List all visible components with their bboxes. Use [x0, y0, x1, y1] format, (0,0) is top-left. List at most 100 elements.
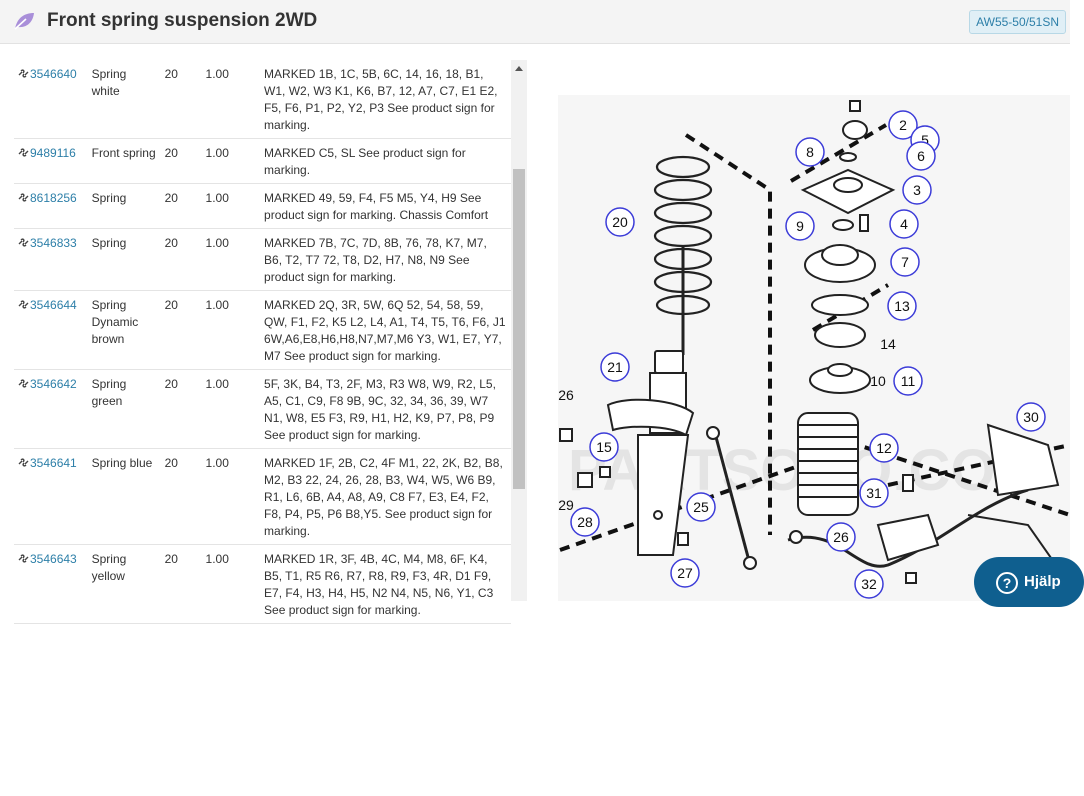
callout-label: 11: [901, 373, 916, 389]
callout-label: 3: [913, 182, 921, 198]
callout-8[interactable]: 8: [795, 137, 825, 167]
callout-label: 21: [607, 359, 623, 375]
callout-label: 10: [870, 373, 886, 389]
part-note: MARKED 1B, 1C, 5B, 6C, 14, 16, 18, B1, W…: [264, 67, 498, 132]
help-button[interactable]: ? Hjälp: [974, 557, 1084, 607]
part-quantity: 20: [164, 552, 178, 566]
part-name: Front spring: [91, 146, 156, 160]
link-icon: [18, 193, 29, 202]
callout-ring: [854, 569, 884, 599]
link-icon: [18, 300, 29, 309]
callout-31[interactable]: 31: [859, 478, 889, 508]
callout-ring: [893, 366, 923, 396]
part-number-link[interactable]: 3546641: [30, 456, 77, 470]
callout-3[interactable]: 3: [902, 175, 932, 205]
parts-table-container[interactable]: 3546640 Spring white 20 1.00 MARKED 1B, 1C, …: [14, 60, 514, 624]
part-number-cell[interactable]: 9489116: [14, 139, 88, 184]
part-number-link[interactable]: 3546833: [30, 236, 77, 250]
callout-10[interactable]: 10: [870, 373, 886, 389]
part-number-link[interactable]: 3546644: [30, 298, 77, 312]
part-name: Spring yellow: [91, 552, 127, 583]
part-quantity: 20: [164, 456, 178, 470]
callout-28[interactable]: 28: [570, 507, 600, 537]
page-header: Front spring suspension 2WD AW55-50/51SN: [0, 0, 1070, 44]
callout-ring: [889, 209, 919, 239]
parts-table: 3546640 Spring white 20 1.00 MARKED 1B, 1C, …: [14, 60, 511, 624]
callout-26[interactable]: 26: [826, 522, 856, 552]
callout-label: 31: [866, 485, 882, 501]
part-note: MARKED 7B, 7C, 7D, 8B, 76, 78, K7, M7, B…: [264, 236, 487, 284]
parts-diagram-drawing: PARTSOUQ.COM: [558, 100, 1071, 602]
callout-30[interactable]: 30: [1016, 402, 1046, 432]
part-number-link[interactable]: 3546640: [30, 67, 77, 81]
callout-13[interactable]: 13: [887, 291, 917, 321]
callout-32[interactable]: 32: [854, 569, 884, 599]
callout-ring: [600, 352, 630, 382]
part-number-cell[interactable]: 3546640: [14, 60, 88, 139]
part-number-cell[interactable]: 3546642: [14, 370, 88, 449]
callout-ring: [859, 478, 889, 508]
callout-label: 5: [921, 132, 929, 148]
callout-ring: [686, 492, 716, 522]
callout-21[interactable]: 21: [600, 352, 630, 382]
callout-label: 6: [917, 148, 925, 164]
callout-label: 7: [901, 254, 909, 270]
callout-label: 28: [577, 514, 593, 530]
callout-6[interactable]: 6: [906, 141, 936, 171]
help-label: Hjälp: [1024, 573, 1061, 590]
parts-diagram[interactable]: PARTSOUQ.COM: [558, 95, 1071, 602]
callout-26[interactable]: 26: [558, 387, 574, 403]
part-number-cell[interactable]: 3546643: [14, 545, 88, 624]
table-scrollbar[interactable]: [511, 60, 527, 601]
callout-label: 20: [612, 214, 628, 230]
scrollbar-thumb[interactable]: [513, 169, 525, 489]
callout-9[interactable]: 9: [785, 211, 815, 241]
callout-25[interactable]: 25: [686, 492, 716, 522]
callout-ring: [869, 433, 899, 463]
part-number-cell[interactable]: 8618256: [14, 184, 88, 229]
callout-11[interactable]: 11: [893, 366, 923, 396]
part-number-link[interactable]: 3546642: [30, 377, 77, 391]
callout-15[interactable]: 15: [589, 432, 619, 462]
part-name: Spring white: [91, 67, 127, 98]
part-note: 5F, 3K, B4, T3, 2F, M3, R3 W8, W9, R2, L…: [264, 377, 496, 442]
callout-label: 12: [876, 440, 892, 456]
callout-label: 26: [833, 529, 849, 545]
callout-label: 4: [900, 216, 908, 232]
model-code-badge[interactable]: AW55-50/51SN: [969, 10, 1066, 34]
link-icon: [18, 554, 29, 563]
callout-ring: [887, 291, 917, 321]
callout-label: 15: [596, 439, 612, 455]
part-quantity: 20: [164, 298, 178, 312]
callout-20[interactable]: 20: [605, 207, 635, 237]
link-icon: [18, 238, 29, 247]
part-number-cell[interactable]: 3546641: [14, 449, 88, 545]
callout-2[interactable]: 2: [888, 110, 918, 140]
callout-ring: [1016, 402, 1046, 432]
link-icon: [18, 69, 29, 78]
page-title: Front spring suspension 2WD: [47, 10, 318, 31]
part-number-cell[interactable]: 3546644: [14, 291, 88, 370]
part-factor: 1.00: [205, 67, 229, 81]
part-number-link[interactable]: 9489116: [30, 146, 76, 160]
part-note: MARKED C5, SL See product sign for marki…: [264, 146, 466, 177]
callout-7[interactable]: 7: [890, 247, 920, 277]
part-number-link[interactable]: 8618256: [30, 191, 77, 205]
callout-4[interactable]: 4: [889, 209, 919, 239]
callout-ring: [906, 141, 936, 171]
callout-29[interactable]: 29: [558, 497, 574, 513]
callout-label: 2: [899, 117, 907, 133]
callout-27[interactable]: 27: [670, 558, 700, 588]
link-icon: [18, 148, 29, 157]
link-icon: [18, 379, 29, 388]
callout-14[interactable]: 14: [880, 336, 896, 352]
part-number-cell[interactable]: 3546833: [14, 229, 88, 291]
scroll-up-arrow-icon[interactable]: [515, 66, 523, 71]
part-note: MARKED 1R, 3F, 4B, 4C, M4, M8, 6F, K4, B…: [264, 552, 494, 617]
part-number-link[interactable]: 3546643: [30, 552, 77, 566]
callout-12[interactable]: 12: [869, 433, 899, 463]
